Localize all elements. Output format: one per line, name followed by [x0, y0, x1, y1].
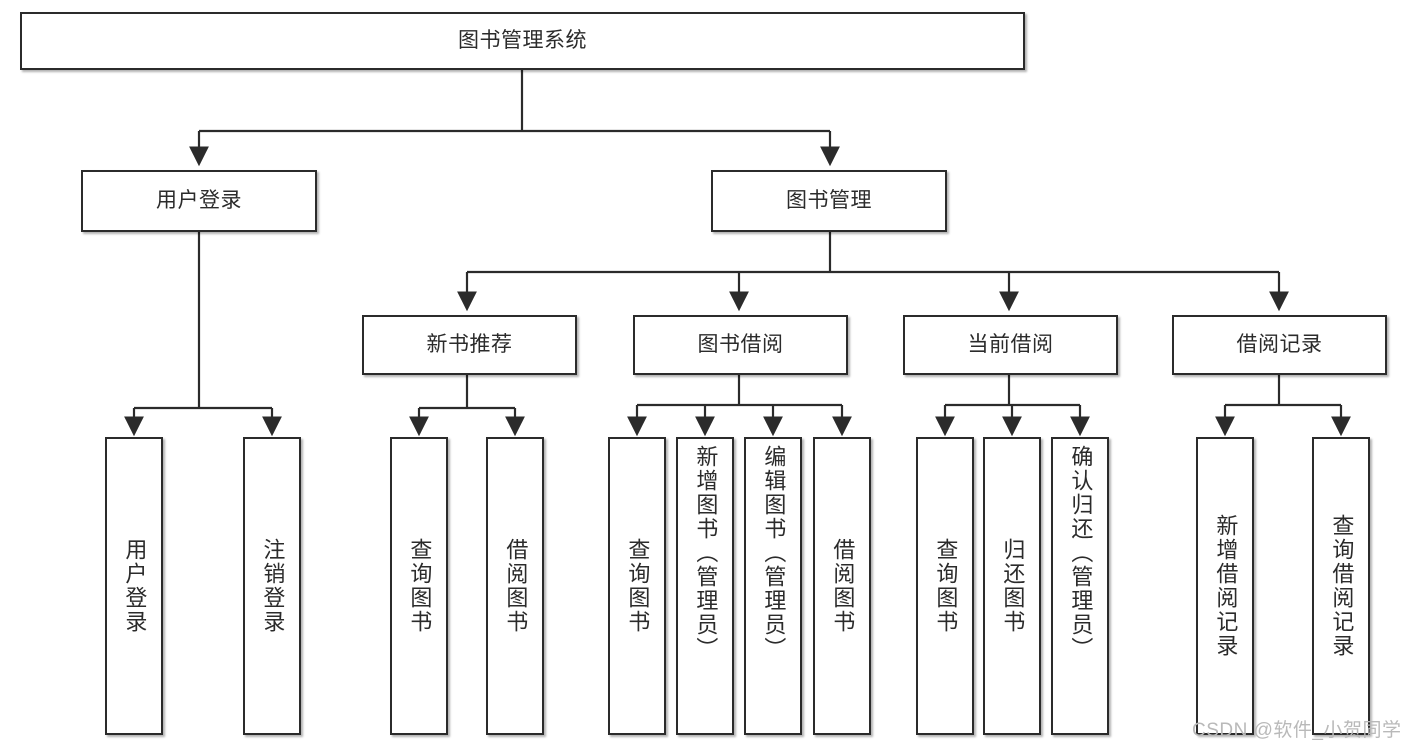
leaf-borrow-query-book[interactable]: 查询图书: [608, 437, 666, 735]
leaf-record-query-record[interactable]: 查询借阅记录: [1312, 437, 1370, 735]
leaf-new-book-borrow[interactable]: 借阅图书: [486, 437, 544, 735]
node-current-borrow[interactable]: 当前借阅: [903, 315, 1118, 375]
node-label: 注销登录: [260, 538, 286, 634]
node-new-book-recommend[interactable]: 新书推荐: [362, 315, 577, 375]
node-label: 图书管理: [786, 188, 872, 212]
node-label: 用户登录: [122, 538, 148, 634]
node-label: 借阅图书: [830, 538, 856, 634]
node-label: 当前借阅: [967, 332, 1054, 356]
node-label: 归还图书: [1000, 538, 1026, 634]
leaf-borrow-add-book-admin[interactable]: 新增图书（管理员）: [676, 437, 734, 735]
leaf-current-query-book[interactable]: 查询图书: [916, 437, 974, 735]
node-label: 图书借阅: [697, 332, 784, 356]
leaf-borrow-borrow-book[interactable]: 借阅图书: [813, 437, 871, 735]
node-book-borrow[interactable]: 图书借阅: [633, 315, 848, 375]
leaf-user-login-login[interactable]: 用户登录: [105, 437, 163, 735]
node-label: 查询图书: [407, 538, 433, 634]
node-label: 新书推荐: [426, 332, 513, 356]
leaf-user-login-logout[interactable]: 注销登录: [243, 437, 301, 735]
node-label: 编辑图书（管理员）: [761, 445, 787, 661]
leaf-current-confirm-return-admin[interactable]: 确认归还（管理员）: [1051, 437, 1109, 735]
node-borrow-record[interactable]: 借阅记录: [1172, 315, 1387, 375]
leaf-record-add-record[interactable]: 新增借阅记录: [1196, 437, 1254, 735]
node-label: 查询借阅记录: [1329, 514, 1355, 658]
csdn-watermark: CSDN @软件_小贺同学: [1192, 720, 1402, 741]
node-root-system[interactable]: 图书管理系统: [20, 12, 1025, 70]
node-label: 查询图书: [933, 538, 959, 634]
node-label: 用户登录: [156, 188, 242, 212]
node-user-login[interactable]: 用户登录: [81, 170, 317, 232]
node-label: 新增借阅记录: [1213, 514, 1239, 658]
node-book-management[interactable]: 图书管理: [711, 170, 947, 232]
leaf-current-return-book[interactable]: 归还图书: [983, 437, 1041, 735]
node-label: 图书管理系统: [458, 28, 587, 52]
leaf-new-book-query[interactable]: 查询图书: [390, 437, 448, 735]
node-label: 借阅记录: [1236, 332, 1323, 356]
leaf-borrow-edit-book-admin[interactable]: 编辑图书（管理员）: [744, 437, 802, 735]
node-label: 借阅图书: [503, 538, 529, 634]
node-label: 确认归还（管理员）: [1068, 445, 1094, 661]
node-label: 新增图书（管理员）: [693, 445, 719, 661]
node-label: 查询图书: [625, 538, 651, 634]
